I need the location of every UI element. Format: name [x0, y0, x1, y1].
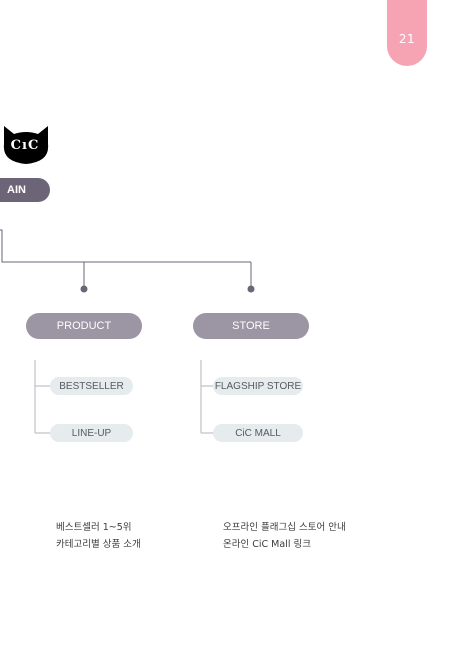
node-line-up: LINE-UP	[50, 424, 133, 442]
logo-text: CıC	[10, 138, 40, 153]
cat-logo-icon	[3, 126, 49, 164]
store-description-line-1: 오프라인 플래그십 스토어 안내	[223, 522, 346, 533]
store-description-line-2: 온라인 CiC Mall 링크	[223, 539, 311, 550]
root-node: AIN	[0, 178, 50, 202]
node-flagship-store: FLAGSHIP STORE	[213, 377, 303, 395]
page-number: 21	[398, 32, 416, 46]
product-description-line-1: 베스트셀러 1~5위	[56, 522, 132, 533]
store-description: 오프라인 플래그십 스토어 안내 온라인 CiC Mall 링크	[223, 519, 346, 553]
store-node-dot	[247, 285, 255, 293]
product-description: 베스트셀러 1~5위 카테고리별 상품 소개	[56, 519, 141, 553]
node-store: STORE	[193, 313, 309, 339]
node-product: PRODUCT	[26, 313, 142, 339]
node-cic-mall: CiC MALL	[213, 424, 303, 442]
page-number-tab: 21	[387, 0, 427, 66]
root-connector	[0, 229, 251, 263]
store-children-connector	[200, 360, 215, 434]
product-description-line-2: 카테고리별 상품 소개	[56, 539, 141, 550]
product-children-connector	[34, 360, 52, 434]
product-node-dot	[80, 285, 88, 293]
node-bestseller: BESTSELLER	[50, 377, 133, 395]
